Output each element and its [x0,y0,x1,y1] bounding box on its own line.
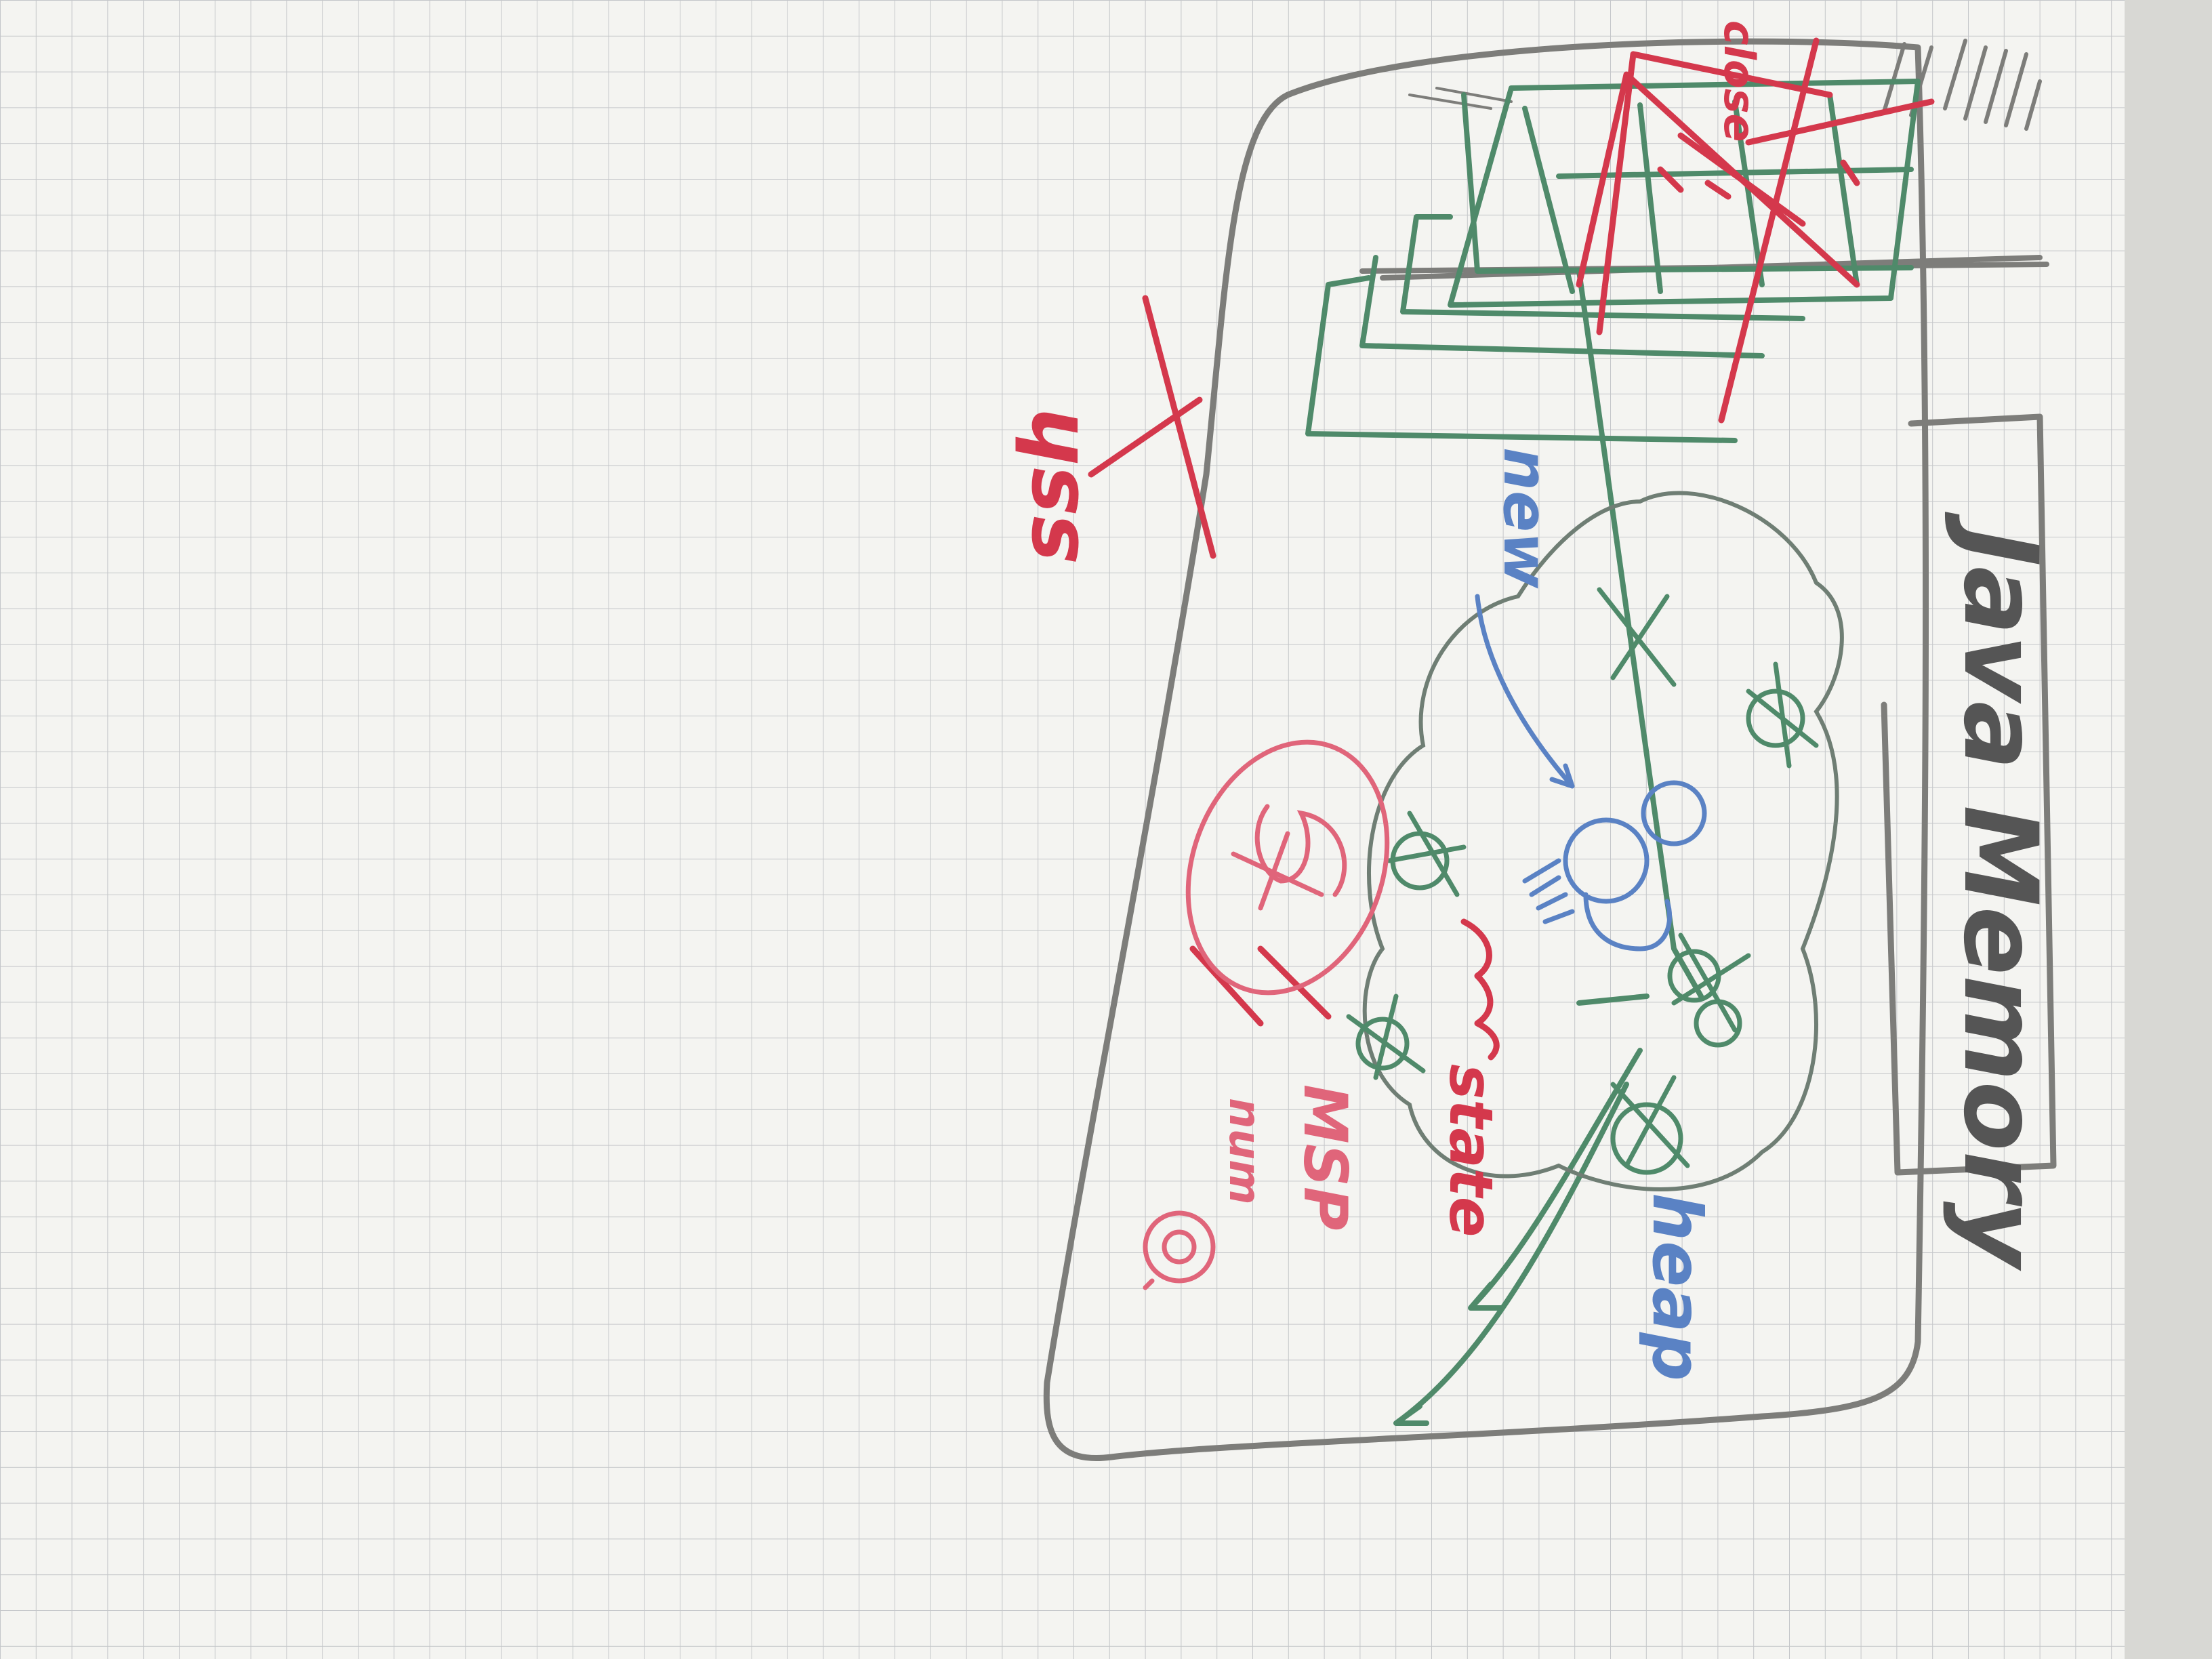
cross-mark-icon [1610,1075,1690,1168]
cross-mark-icon [1387,811,1467,897]
num-label: num [1219,1098,1269,1205]
heap-cloud [1362,491,1844,1191]
title-label: Java Memory [1941,512,2059,1272]
cross-mark-icon [1346,994,1426,1080]
cross-mark-icon [1671,933,1751,1033]
red-annotations [1088,37,1935,1061]
leak-blob-icon [1185,739,1390,996]
paper-shadow [2114,0,2212,1659]
state-label: state [1436,1064,1506,1237]
thread-stacks [1305,79,1921,1426]
cross-mark-icon [1088,295,1216,559]
msp-label: MSP [1290,1084,1360,1230]
hatching [1882,39,2042,131]
title-box [1881,413,2057,1176]
cross-mark-icon [1597,587,1677,687]
new-allocation [1475,594,1707,951]
leak-blob-icon [1143,1210,1216,1284]
leak-markers [1143,739,1390,1290]
heap-label: heap [1637,1193,1717,1381]
object-node [1355,1017,1410,1071]
cross-mark-icon [1746,661,1819,769]
paper-grid [0,0,2125,1659]
close-label: close [1715,20,1764,142]
new-object-node [1641,780,1707,846]
object-node [1746,689,1805,748]
object-node [1610,1102,1683,1175]
new-label: new [1490,447,1561,589]
heap-objects [1346,587,1819,1175]
ssh-label: ssh [1003,408,1097,562]
new-object-node [1563,817,1650,904]
